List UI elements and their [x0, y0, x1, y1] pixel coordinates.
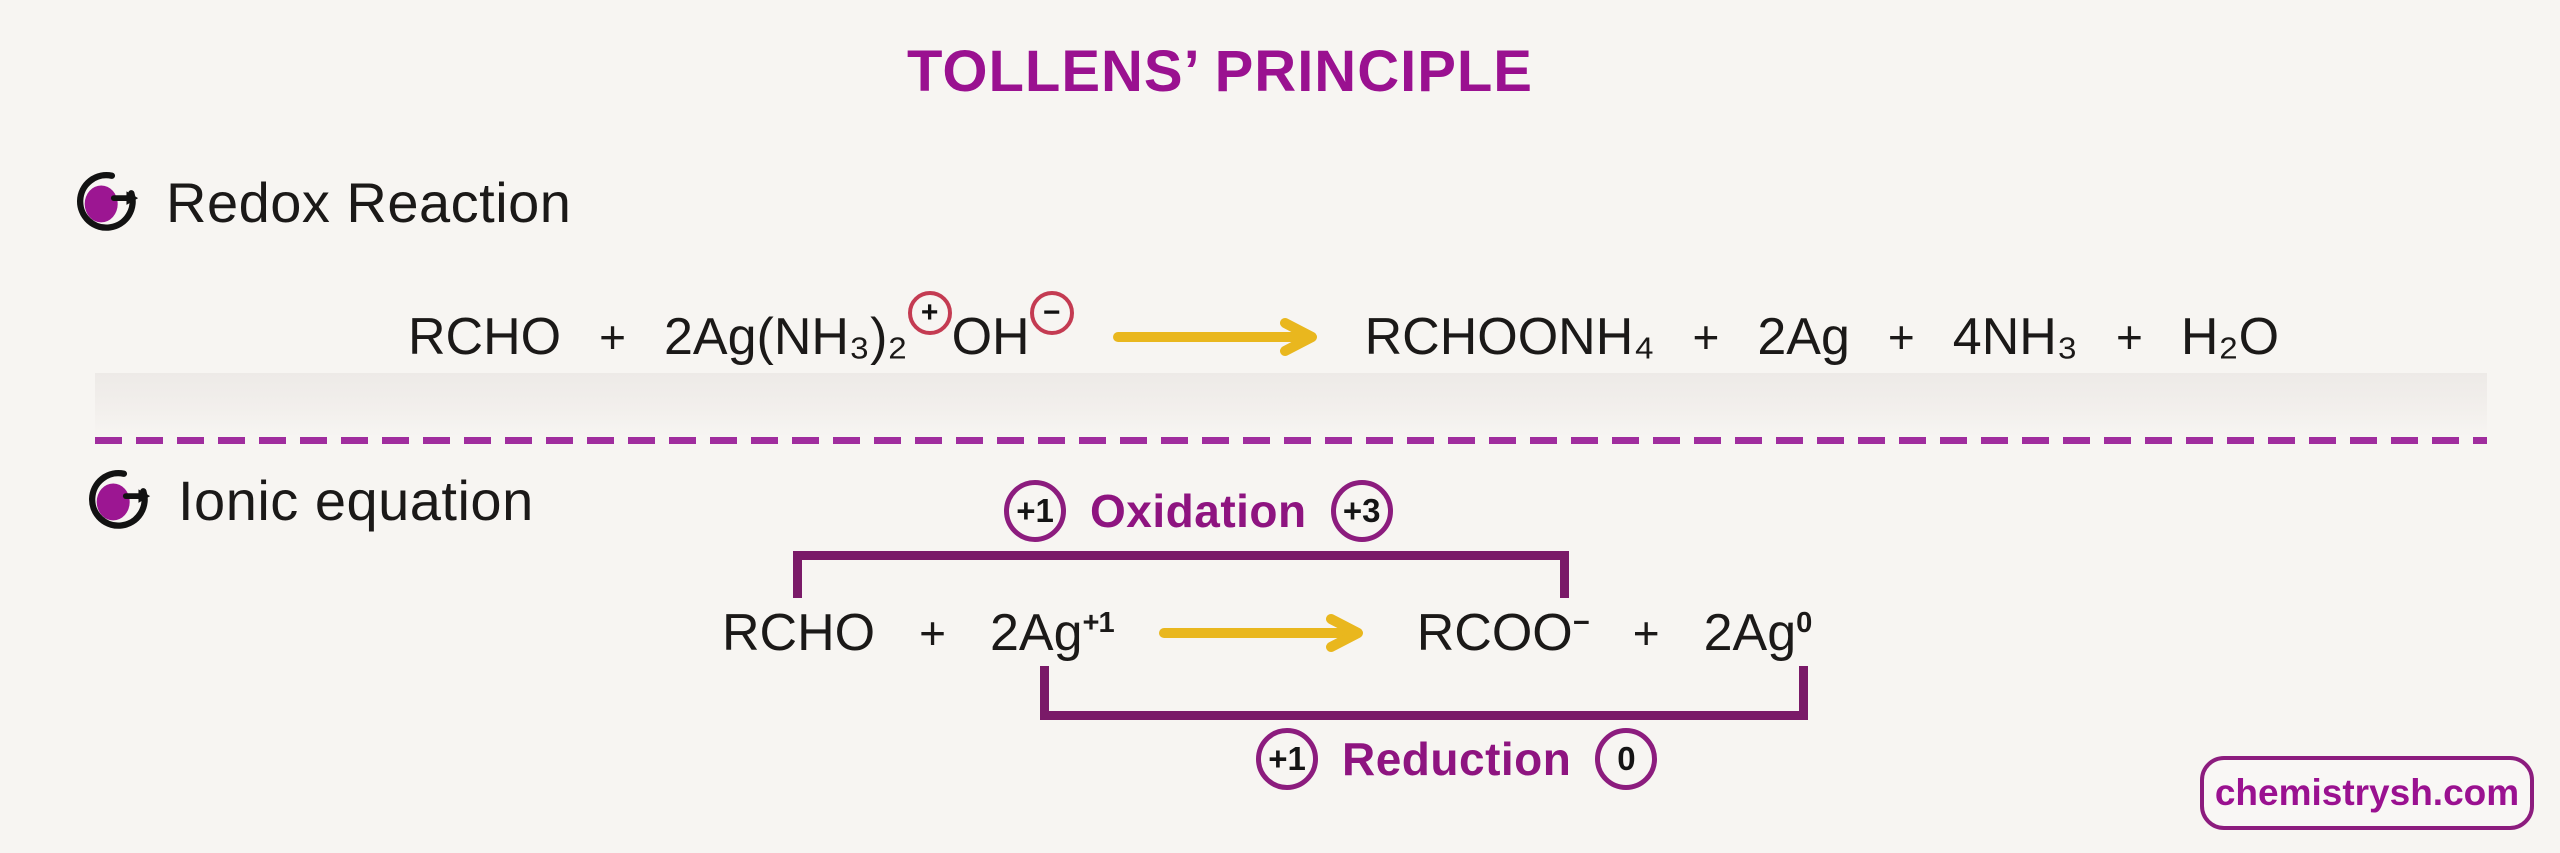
- oxidation-bracket: [793, 551, 1569, 598]
- reduction-label-row: +1 Reduction 0: [1256, 728, 1658, 790]
- redox-reaction-heading: Redox Reaction: [74, 168, 571, 236]
- ionic-equation-heading: Ionic equation: [86, 466, 534, 534]
- plus-operator: +: [1692, 311, 1720, 363]
- reduction-label: Reduction: [1342, 733, 1572, 785]
- silver-ion-charge: +1: [1082, 606, 1115, 639]
- redox-product-water: H₂O: [2180, 308, 2280, 366]
- ionic-reactant-rcho: RCHO: [722, 604, 876, 662]
- oxidation-label-row: +1 Oxidation +3: [1004, 480, 1393, 542]
- silver-ammine-hydroxide-group: 2Ag(NH₃)₂ + OH −: [663, 291, 1074, 367]
- plus-operator: +: [2115, 311, 2143, 363]
- carboxylate-base: RCOO: [1416, 604, 1573, 662]
- carboxylate-charge: −: [1572, 606, 1590, 639]
- circular-arrow-bullet-icon: [89, 470, 151, 529]
- redox-reactant-rcho: RCHO: [408, 308, 562, 366]
- plus-operator: +: [599, 311, 626, 363]
- reduction-state-to-badge: 0: [1595, 728, 1658, 790]
- oxidation-state-from-badge: +1: [1004, 480, 1066, 542]
- silver-ammine-complex: 2Ag(NH₃)₂: [663, 308, 908, 366]
- plus-operator: +: [919, 607, 946, 659]
- redox-product-ammonia: 4NH₃: [1952, 308, 2078, 366]
- dashed-divider: [95, 437, 2487, 444]
- ionic-product-silver: 2Ag0: [1703, 603, 1813, 663]
- reaction-arrow-icon: [1112, 318, 1317, 356]
- plus-operator: +: [1887, 311, 1915, 363]
- reduction-bracket: [1040, 666, 1808, 720]
- redox-product-silver: 2Ag: [1757, 308, 1850, 366]
- redox-product-ammonium-salt: RCHOONH₄: [1364, 308, 1655, 366]
- plus-operator: +: [1632, 607, 1660, 659]
- redox-equation: RCHO + 2Ag(NH₃)₂ + OH − RCHOONH₄ + 2Ag +…: [408, 291, 2280, 369]
- ionic-equation: RCHO + 2Ag+1 RCOO− + 2Ag0: [722, 601, 1813, 665]
- negative-charge-badge: −: [1029, 291, 1074, 335]
- silver-ion-base: 2Ag: [989, 604, 1083, 662]
- ionic-product-carboxylate: RCOO−: [1416, 603, 1590, 663]
- watermark-badge: chemistrysh.com: [2200, 756, 2534, 830]
- positive-charge-badge: +: [907, 291, 952, 335]
- reaction-arrow-icon: [1158, 614, 1363, 652]
- ionic-reactant-silver-ion: 2Ag+1: [989, 603, 1115, 663]
- oxidation-label: Oxidation: [1090, 485, 1307, 537]
- ionic-heading-label: Ionic equation: [178, 468, 534, 532]
- redox-heading-label: Redox Reaction: [166, 170, 572, 234]
- page-title: TOLLENS’ PRINCIPLE: [906, 39, 1533, 104]
- circular-arrow-bullet-icon: [77, 172, 139, 231]
- oxidation-state-to-badge: +3: [1330, 480, 1393, 542]
- silver-oxidation-state: 0: [1796, 606, 1812, 639]
- silver-base: 2Ag: [1703, 604, 1797, 662]
- shaded-band: [95, 373, 2487, 437]
- hydroxide: OH: [951, 308, 1030, 366]
- reduction-state-from-badge: +1: [1256, 728, 1318, 790]
